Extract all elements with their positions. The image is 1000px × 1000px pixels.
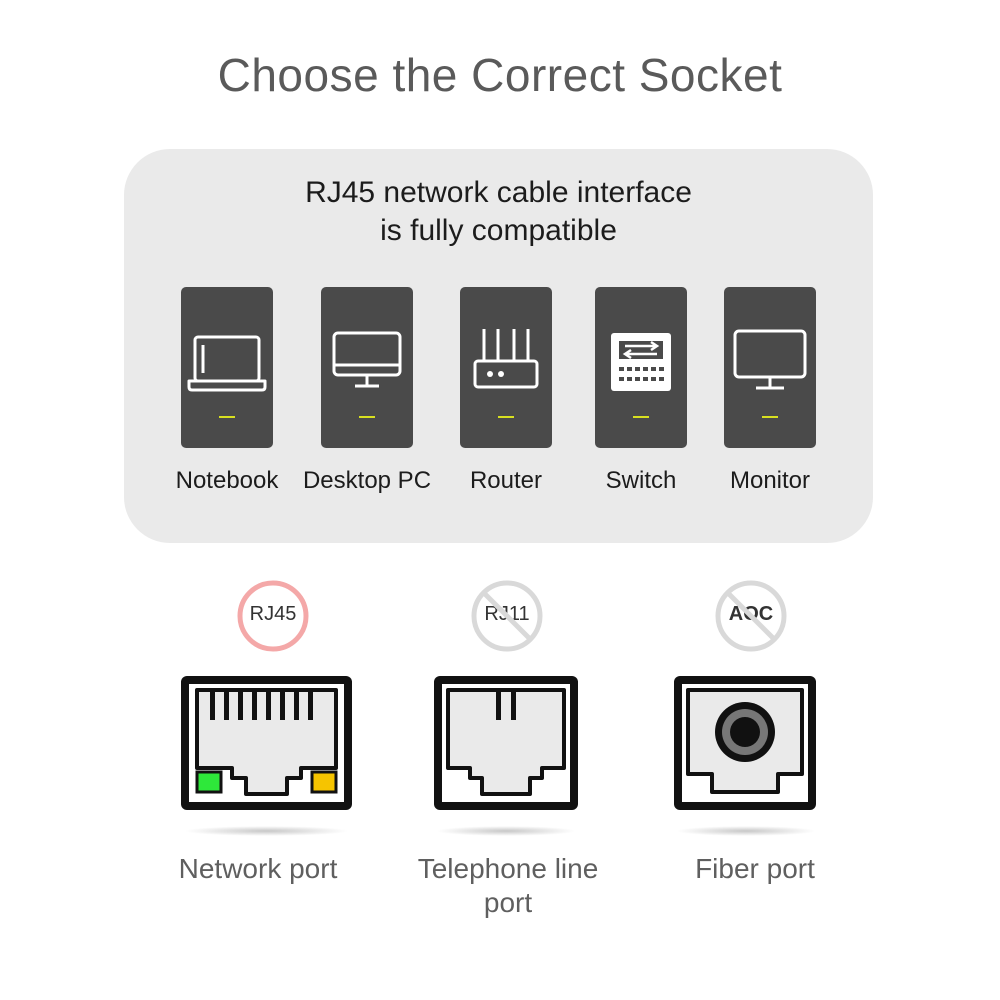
status-led <box>633 416 649 418</box>
device-label-switch: Switch <box>605 467 677 494</box>
laptop-icon <box>187 335 267 392</box>
subtitle-line-2: is fully compatible <box>380 214 617 247</box>
device-card-monitor <box>724 287 816 448</box>
rj11-port-icon <box>434 676 578 810</box>
correct-ring-icon <box>237 580 309 652</box>
badge-text: RJ45 <box>249 603 297 625</box>
port-shadow <box>436 826 576 836</box>
status-led <box>219 416 235 418</box>
device-card-notebook <box>181 287 273 448</box>
monitor-icon <box>733 329 807 390</box>
port-label-telephone: Telephone line port <box>417 853 599 918</box>
device-card-router <box>460 287 552 448</box>
rj45-port <box>179 674 354 812</box>
rj45-port-icon <box>181 676 352 810</box>
port-shadow <box>184 826 349 836</box>
page-title: Choose the Correct Socket <box>217 49 783 101</box>
prohibited-slash-icon <box>482 591 532 641</box>
prohibited-slash-icon <box>726 591 776 641</box>
switch-icon <box>611 333 671 391</box>
status-led <box>762 416 778 418</box>
fiber-port <box>672 674 818 812</box>
subtitle-line-1: RJ45 network cable interface <box>305 176 692 209</box>
device-card-desktop-pc <box>321 287 413 448</box>
rj11-port <box>432 674 580 812</box>
aoc-badge: AOC <box>714 579 788 653</box>
compatibility-subtitle: RJ45 network cable interface is fully co… <box>124 174 873 250</box>
fiber-port-icon <box>674 676 816 810</box>
desktop-icon <box>332 331 402 388</box>
device-label-router: Router <box>469 467 543 494</box>
status-led <box>498 416 514 418</box>
device-label-notebook: Notebook <box>175 467 279 494</box>
rj11-badge: RJ11 <box>470 579 544 653</box>
device-card-switch <box>595 287 687 448</box>
device-label-desktop-pc: Desktop PC <box>302 467 432 494</box>
router-icon <box>473 329 539 389</box>
port-label-network: Network port <box>178 853 338 884</box>
port-shadow <box>676 826 816 836</box>
rj45-badge: RJ45 <box>236 579 310 653</box>
status-led <box>359 416 375 418</box>
port-label-fiber: Fiber port <box>695 853 815 884</box>
device-label-monitor: Monitor <box>729 467 811 494</box>
